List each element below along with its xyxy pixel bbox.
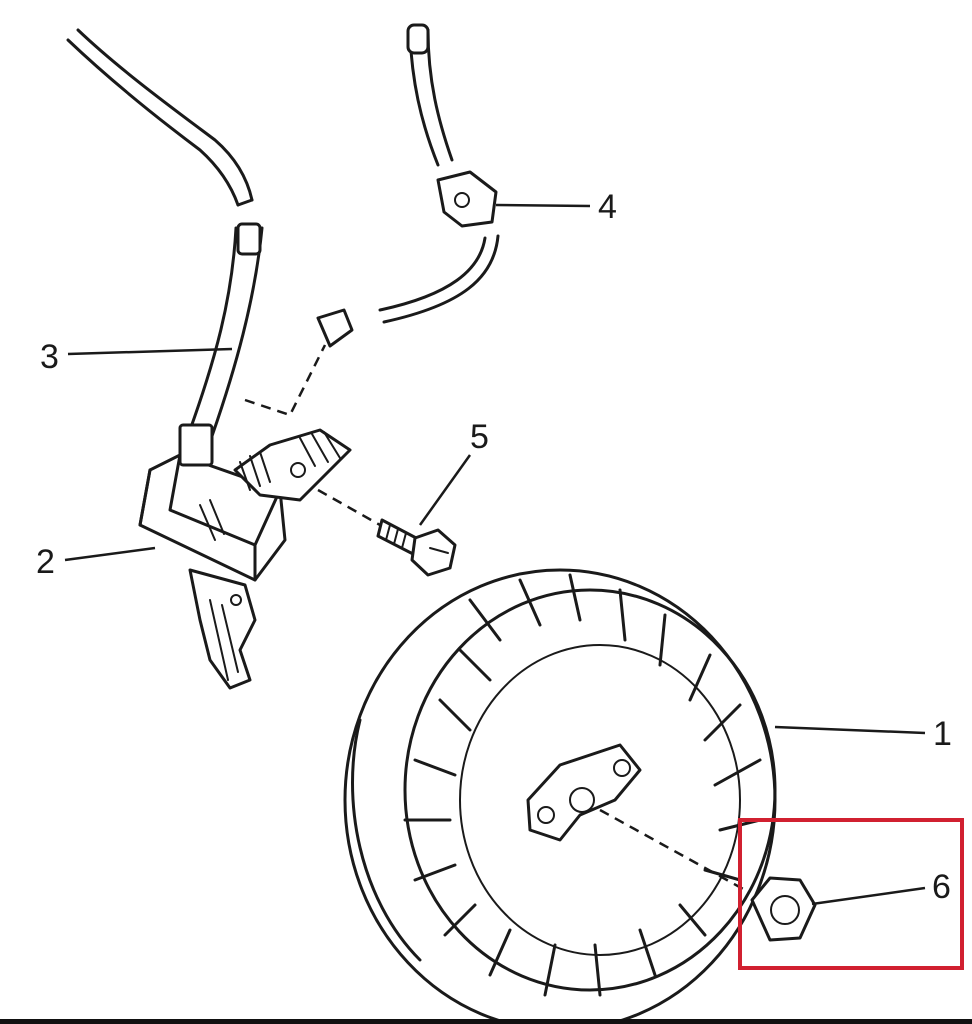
callout-number-2: 2	[36, 543, 55, 581]
flywheel	[343, 568, 777, 1024]
ground-wire-terminal	[316, 23, 500, 348]
ignition-coil	[138, 423, 352, 690]
coil-mounting-bolt	[317, 488, 457, 577]
leader-line-3	[67, 347, 233, 356]
flywheel-nut	[750, 876, 817, 942]
leader-line-5	[418, 454, 472, 526]
leader-line-4	[495, 203, 591, 208]
callout-number-1: 1	[933, 715, 952, 753]
callout-number-6: 6	[932, 868, 951, 906]
leader-line-2	[64, 546, 156, 562]
leader-line-1	[774, 725, 926, 735]
callout-numbers: 1 2 3 4 5 6	[36, 188, 952, 906]
leader-lines	[64, 203, 926, 906]
callout-number-3: 3	[40, 338, 59, 376]
leader-line-6	[811, 886, 926, 906]
bottom-border	[0, 1019, 972, 1024]
callout-number-5: 5	[470, 418, 489, 456]
spark-plug-lead	[66, 28, 264, 438]
ground-connection-line	[244, 344, 327, 417]
highlight-box-part-6	[738, 818, 964, 970]
callout-number-4: 4	[598, 188, 617, 226]
